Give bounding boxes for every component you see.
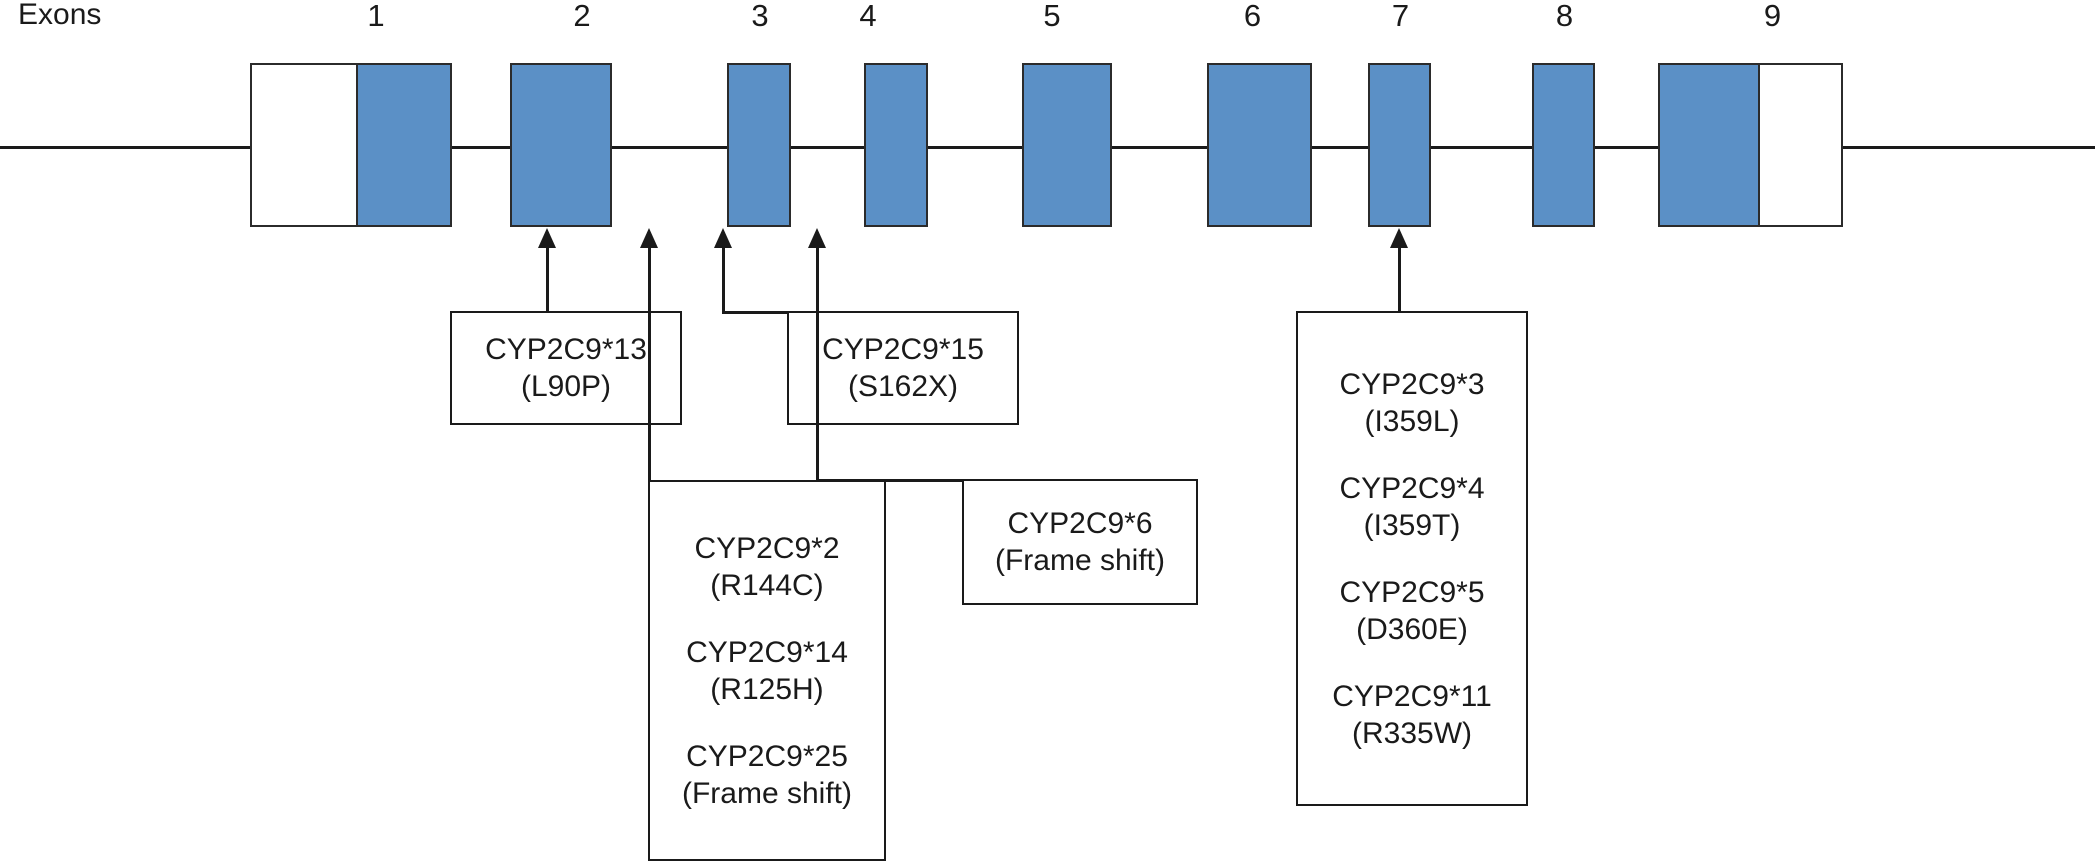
variant-change: (R125H) <box>710 672 824 706</box>
variant-allele: CYP2C9*3 <box>1339 367 1485 401</box>
variant-entry: CYP2C9*13 (L90P) <box>485 331 647 405</box>
intron-line-9 <box>1841 146 2095 149</box>
exon-1-coding-segment <box>358 65 450 225</box>
variant-change: (S162X) <box>847 370 959 403</box>
variant-entry: CYP2C9*6 (Frame shift) <box>995 505 1165 579</box>
exon-box-8 <box>1532 63 1595 227</box>
variant-change: (L90P) <box>520 370 612 403</box>
exon-4-coding-segment <box>866 65 926 225</box>
variant-change: (Frame shift) <box>994 544 1165 577</box>
exon-6-coding-segment <box>1209 65 1310 225</box>
exon-box-5 <box>1022 63 1112 227</box>
exons-axis-label: Exons <box>18 0 102 31</box>
intron-line-5 <box>1110 146 1209 149</box>
variant-entry: CYP2C9*3(I359L) <box>1339 366 1484 440</box>
exon-number-3: 3 <box>751 0 769 33</box>
exon5-callout-leader-line <box>816 246 819 479</box>
exon-9-utr-segment <box>1760 65 1841 225</box>
exon2-callout-leader-line <box>546 246 549 311</box>
exon-box-4 <box>864 63 928 227</box>
variant-allele: CYP2C9*25 <box>686 739 848 773</box>
variant-change: (I359L) <box>1364 404 1460 438</box>
variant-change: (R335W) <box>1351 716 1472 750</box>
intron-line-4 <box>926 146 1024 149</box>
exon-number-1: 1 <box>367 0 385 33</box>
intron-line-8 <box>1593 146 1660 149</box>
variant-allele: CYP2C9*5 <box>1339 575 1485 609</box>
variant-entry: CYP2C9*25(Frame shift) <box>682 738 852 812</box>
exon3-callout-leader-line <box>648 246 651 480</box>
intron-line-6 <box>1310 146 1370 149</box>
variant-entry: CYP2C9*5(D360E) <box>1339 574 1484 648</box>
variant-allele: CYP2C9*11 <box>1332 679 1492 713</box>
exon-9-coding-segment <box>1660 65 1760 225</box>
variant-change: (I359T) <box>1363 508 1461 542</box>
exon-box-7 <box>1368 63 1431 227</box>
exon-7-coding-segment <box>1370 65 1429 225</box>
variant-allele: CYP2C9*6 <box>1007 507 1153 540</box>
intron-line-1 <box>450 146 512 149</box>
exon7-callout[interactable]: CYP2C9*3(I359L) CYP2C9*4(I359T) CYP2C9*5(D… <box>1296 311 1528 806</box>
exon5-callout-leader-stub <box>816 479 962 482</box>
exon-number-8: 8 <box>1555 0 1574 33</box>
exon4-callout-arrow-icon <box>714 228 732 248</box>
exon2-callout-arrow-icon <box>538 228 556 248</box>
exon7-callout-arrow-icon <box>1390 228 1408 248</box>
exon-5-coding-segment <box>1024 65 1110 225</box>
variant-allele: CYP2C9*15 <box>822 333 984 366</box>
intron-line-7 <box>1429 146 1534 149</box>
exon5-callout-arrow-icon <box>808 228 826 248</box>
exon-number-4: 4 <box>859 0 877 33</box>
exon-number-5: 5 <box>1043 0 1061 33</box>
exon4-callout-leader-line <box>722 246 725 311</box>
exon-box-2 <box>510 63 612 227</box>
variant-allele: CYP2C9*13 <box>485 333 647 366</box>
exon-number-9: 9 <box>1763 0 1782 33</box>
variant-entry: CYP2C9*2(R144C) <box>694 530 839 604</box>
exon-number-6: 6 <box>1243 0 1262 33</box>
variant-allele: CYP2C9*14 <box>686 635 848 669</box>
variant-allele: CYP2C9*4 <box>1339 471 1485 505</box>
exon-box-6 <box>1207 63 1312 227</box>
exon-number-2: 2 <box>573 0 591 33</box>
exon-number-7: 7 <box>1391 0 1410 33</box>
exon7-callout-leader-line <box>1398 246 1401 311</box>
exon3-callout-arrow-icon <box>640 228 658 248</box>
variant-entry: CYP2C9*11(R335W) <box>1332 678 1492 752</box>
exon-box-9 <box>1658 63 1843 227</box>
intron-line-0 <box>0 146 252 149</box>
exon3-callout[interactable]: CYP2C9*2(R144C) CYP2C9*14(R125H) CYP2C9*25… <box>648 480 886 861</box>
intron-line-2 <box>610 146 729 149</box>
exon-3-coding-segment <box>729 65 789 225</box>
exon4-callout[interactable]: CYP2C9*15 (S162X) <box>787 311 1019 425</box>
exon-1-utr-segment <box>252 65 358 225</box>
exon2-callout[interactable]: CYP2C9*13 (L90P) <box>450 311 682 425</box>
exon4-callout-leader-stub <box>722 311 787 314</box>
exon-box-3 <box>727 63 791 227</box>
exon-box-1 <box>250 63 452 227</box>
variant-change: (D360E) <box>1356 612 1468 646</box>
intron-line-3 <box>789 146 866 149</box>
variant-change: (Frame shift) <box>681 776 852 810</box>
variant-allele: CYP2C9*2 <box>694 531 840 565</box>
variant-change: (R144C) <box>710 568 824 602</box>
variant-entry: CYP2C9*14(R125H) <box>686 634 848 708</box>
variant-entry: CYP2C9*4(I359T) <box>1339 470 1484 544</box>
exon-8-coding-segment <box>1534 65 1593 225</box>
exon5-callout[interactable]: CYP2C9*6 (Frame shift) <box>962 479 1198 605</box>
exon-2-coding-segment <box>512 65 610 225</box>
variant-entry: CYP2C9*15 (S162X) <box>822 331 984 405</box>
